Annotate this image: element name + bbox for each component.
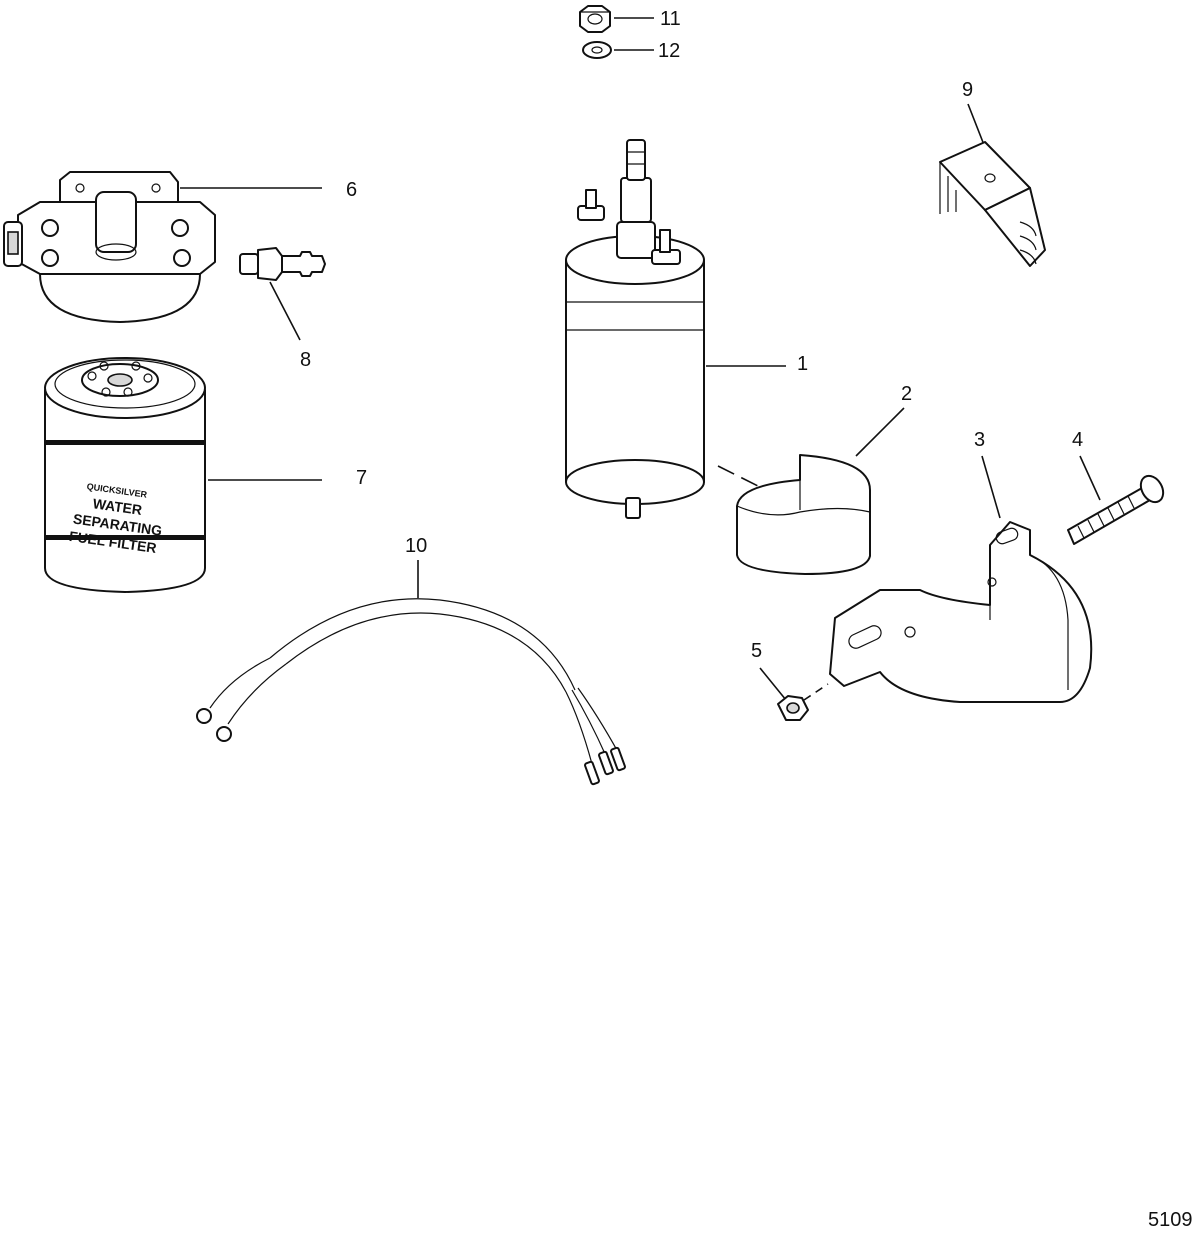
diagram-id: 5109 (1148, 1209, 1193, 1231)
callout-8: 8 (300, 349, 311, 371)
callout-10: 10 (405, 535, 427, 557)
part-1-fuel-pump (565, 139, 705, 519)
callout-2: 2 (901, 383, 912, 405)
part-8-fitting (239, 247, 326, 281)
callout-6: 6 (346, 179, 357, 201)
leader-2 (855, 407, 905, 457)
leader-4 (1079, 455, 1101, 501)
callout-11: 11 (660, 8, 681, 30)
callout-12: 12 (658, 40, 680, 62)
callout-3: 3 (974, 429, 985, 451)
leader-2-dash (717, 465, 771, 493)
part-12-washer (582, 41, 612, 59)
part-3-clamp (829, 521, 1093, 703)
part-11-hex-nut (579, 5, 611, 33)
part-7-fuel-filter: QUICKSILVER WATER SEPARATING FUEL FILTER (44, 357, 206, 593)
callout-9: 9 (962, 79, 973, 101)
part-9-bracket (939, 141, 1046, 267)
callout-1: 1 (797, 353, 808, 375)
part-2-rubber-sleeve (736, 454, 871, 575)
part-10-wire-harness (196, 598, 626, 786)
part-4-screw (1067, 474, 1165, 545)
part-5-nut (777, 695, 809, 721)
part-6-filter-head (3, 171, 216, 323)
callout-7: 7 (356, 467, 367, 489)
callout-4: 4 (1072, 429, 1083, 451)
callout-5: 5 (751, 640, 762, 662)
leader-3 (981, 455, 1001, 519)
leader-5-dash (803, 683, 829, 701)
filter-line1-text: WATER (92, 495, 143, 518)
leader-5 (759, 667, 787, 701)
leader-8 (269, 281, 301, 341)
